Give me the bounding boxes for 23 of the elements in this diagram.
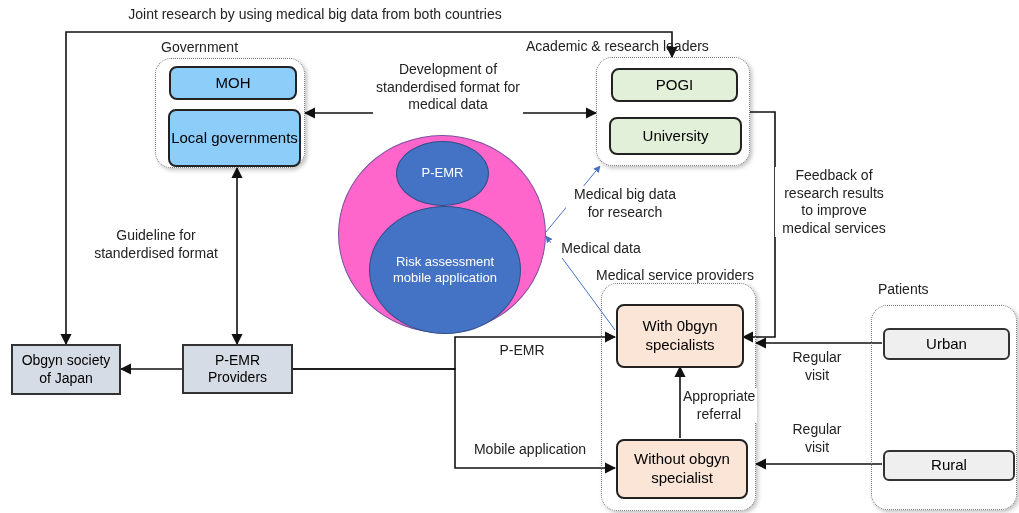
arrow bbox=[674, 365, 686, 439]
arrow bbox=[754, 458, 883, 470]
app-ellipse: Risk assessment mobile application bbox=[369, 206, 521, 334]
org-box: Local governments bbox=[168, 109, 301, 167]
app-ellipse: P-EMR bbox=[396, 141, 489, 206]
org-box: Obgyn society of Japan bbox=[11, 344, 121, 395]
org-box: University bbox=[609, 117, 742, 155]
arrow bbox=[292, 368, 617, 474]
edge-label: Appropriate referral bbox=[681, 388, 757, 423]
edge-label: Development of standerdised format for medical data bbox=[373, 61, 523, 114]
org-box: POGI bbox=[611, 68, 738, 102]
org-box: P-EMR Providers bbox=[182, 344, 293, 394]
org-box: MOH bbox=[169, 66, 297, 100]
provider-box: Without obgyn specialist bbox=[616, 439, 748, 499]
patient-box: Rural bbox=[883, 450, 1015, 481]
arrow bbox=[754, 337, 883, 349]
group-heading: Government bbox=[161, 38, 239, 57]
group-heading: Patients bbox=[878, 280, 929, 299]
arrow bbox=[231, 166, 243, 346]
patient-box: Urban bbox=[883, 328, 1010, 360]
arrow bbox=[60, 31, 678, 346]
provider-box: With 0bgyn specialists bbox=[616, 304, 744, 368]
group-heading: Medical service providers bbox=[596, 266, 754, 285]
